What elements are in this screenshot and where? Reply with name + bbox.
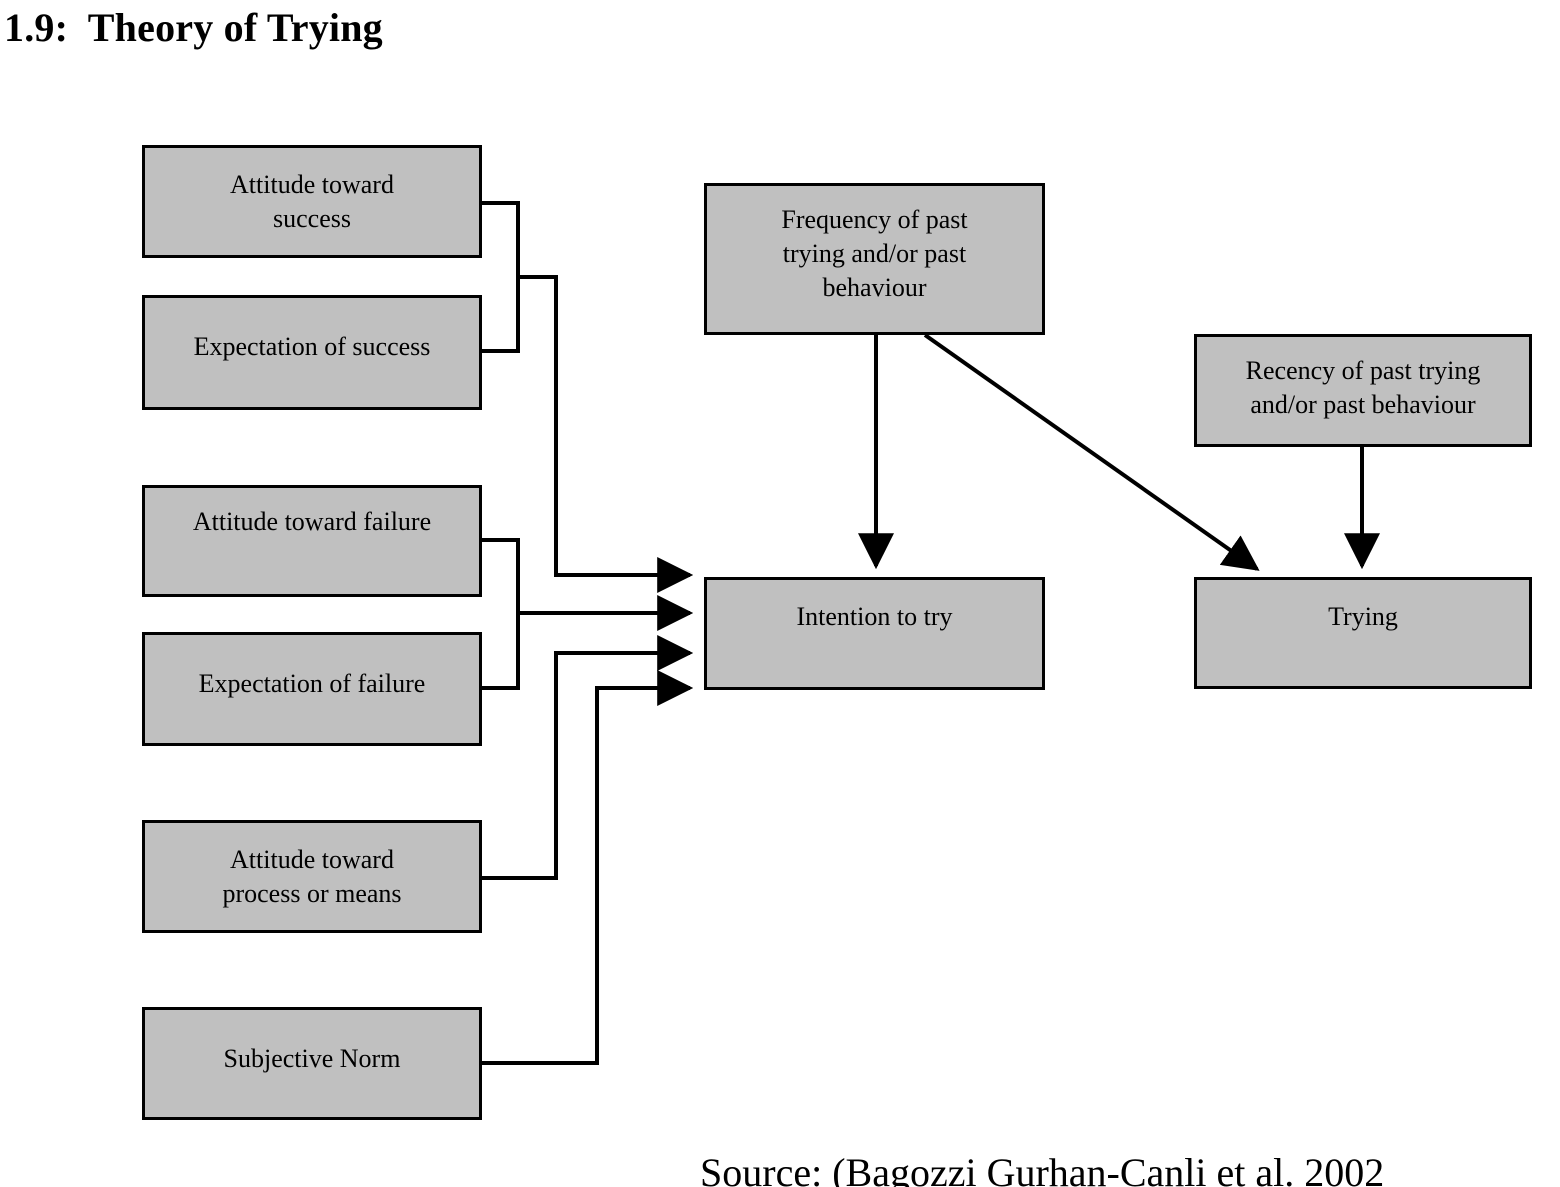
node-attitude-toward-process-or-means[interactable]: Attitude toward process or means: [142, 820, 482, 933]
node-expectation-of-failure[interactable]: Expectation of failure: [142, 632, 482, 746]
node-attitude-toward-failure[interactable]: Attitude toward failure: [142, 485, 482, 597]
node-attitude-toward-success[interactable]: Attitude toward success: [142, 145, 482, 258]
node-recency-of-past-trying[interactable]: Recency of past trying and/or past behav…: [1194, 334, 1532, 447]
node-intention-to-try[interactable]: Intention to try: [704, 577, 1045, 690]
node-label: Attitude toward success: [230, 170, 394, 233]
node-label: Frequency of past trying and/or past beh…: [781, 205, 968, 302]
edge-success-trunk: [518, 275, 694, 593]
node-label: Recency of past trying and/or past behav…: [1245, 356, 1481, 419]
page-title: 1.9: Theory of Trying: [4, 5, 383, 50]
node-label: Expectation of success: [193, 332, 431, 361]
node-label: Trying: [1328, 602, 1398, 631]
edge-attitude-success-merge: [481, 201, 520, 353]
edge-subjective-norm: [481, 670, 694, 1065]
edge-attitude-failure-merge: [481, 538, 520, 690]
source-citation: Source: (Bagozzi Gurhan-Canli et al. 200…: [700, 1150, 1385, 1187]
node-label: Subjective Norm: [223, 1044, 401, 1073]
node-label: Attitude toward process or means: [222, 845, 402, 908]
node-expectation-of-success[interactable]: Expectation of success: [142, 295, 482, 410]
node-label: Attitude toward failure: [192, 507, 432, 536]
node-label: Intention to try: [796, 602, 953, 631]
edge-attitude-process: [481, 635, 694, 880]
node-label: Expectation of failure: [198, 669, 426, 698]
node-subjective-norm[interactable]: Subjective Norm: [142, 1007, 482, 1120]
node-frequency-of-past-trying[interactable]: Frequency of past trying and/or past beh…: [704, 183, 1045, 335]
node-trying[interactable]: Trying: [1194, 577, 1532, 689]
